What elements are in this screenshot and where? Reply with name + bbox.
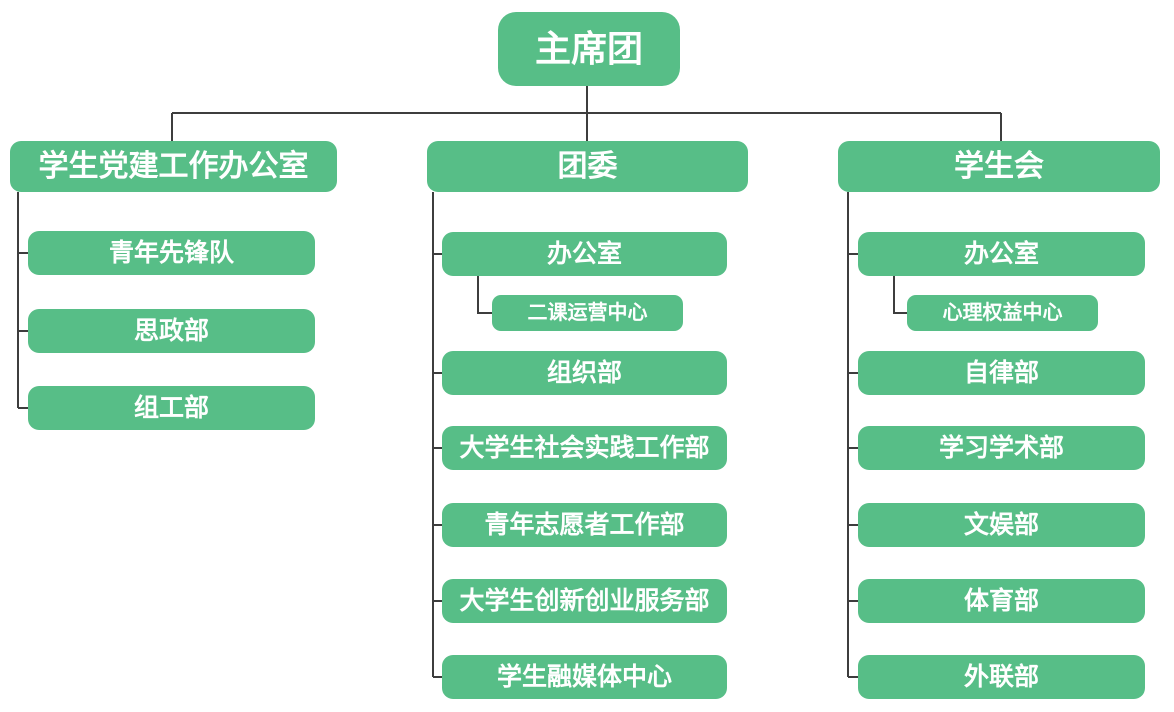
node-ideological-political-dept: 思政部 [28,309,315,353]
node-social-practice-dept: 大学生社会实践工作部 [442,426,727,470]
connector-branch-middle [432,192,442,678]
connector-right-sub [893,276,907,314]
node-league-office: 办公室 [442,232,727,276]
node-innovation-entrepreneurship-dept: 大学生创新创业服务部 [442,579,727,623]
node-second-class-operations-center: 二课运营中心 [492,295,683,331]
node-presidium: 主席团 [498,12,680,86]
node-organization-dept: 组织部 [442,351,727,395]
node-self-discipline-dept: 自律部 [858,351,1145,395]
node-external-relations-dept: 外联部 [858,655,1145,699]
node-psychological-rights-center: 心理权益中心 [907,295,1098,331]
node-youth-pioneer-team: 青年先锋队 [28,231,315,275]
connector-middle-sub [477,276,492,314]
node-youth-league-committee: 团委 [427,141,748,192]
node-culture-entertainment-dept: 文娱部 [858,503,1145,547]
connector-branch-right [847,192,858,678]
node-student-union: 学生会 [838,141,1160,192]
node-su-office: 办公室 [858,232,1145,276]
node-party-building-office: 学生党建工作办公室 [10,141,337,192]
node-youth-volunteer-dept: 青年志愿者工作部 [442,503,727,547]
connector-branch-left [17,192,28,409]
node-student-media-center: 学生融媒体中心 [442,655,727,699]
node-sports-dept: 体育部 [858,579,1145,623]
node-learning-academic-dept: 学习学术部 [858,426,1145,470]
connector-root-tee [171,86,1002,141]
node-organization-work-dept: 组工部 [28,386,315,430]
